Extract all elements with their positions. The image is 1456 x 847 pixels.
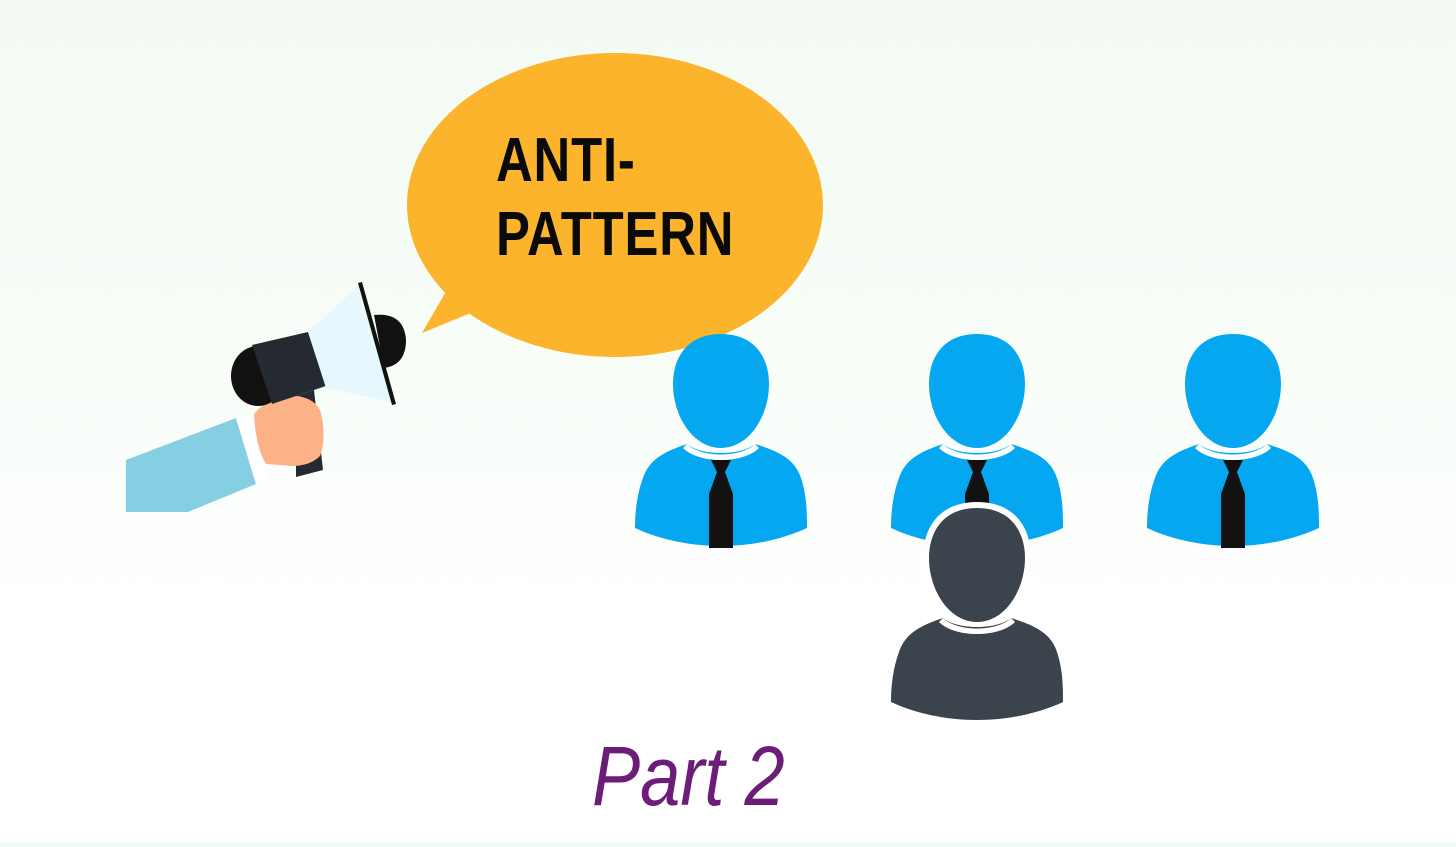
person-collar (939, 618, 1015, 634)
person-head (673, 334, 769, 448)
speech-bubble (407, 53, 823, 357)
tie (709, 460, 733, 548)
tie (1221, 460, 1245, 548)
person-with-tie-icon (1147, 334, 1319, 548)
person-body (891, 618, 1063, 720)
speech-bubble-tail (422, 288, 478, 333)
speech-bubble-body (407, 53, 823, 357)
hand-icon (254, 396, 324, 466)
person-icon (891, 502, 1063, 720)
megaphone-knob (374, 314, 406, 368)
person-with-tie-icon (635, 334, 807, 548)
sleeve-cuff (236, 414, 268, 484)
megaphone-icon (231, 282, 406, 477)
person-head (1185, 334, 1281, 448)
sleeve (126, 418, 256, 512)
megaphone-body (252, 332, 326, 404)
person-head (929, 334, 1025, 448)
person-head (929, 508, 1025, 622)
speech-bubble-text: ANTI- PATTERN (496, 124, 734, 272)
person-collar (939, 444, 1015, 460)
speech-bubble-line-1: ANTI- (496, 126, 636, 195)
megaphone-cone (308, 286, 392, 402)
megaphone-rim (358, 282, 396, 405)
person-collar (683, 444, 759, 460)
person-collar (1195, 444, 1271, 460)
caption: Part 2 (592, 729, 785, 823)
speech-bubble-line-2: PATTERN (496, 200, 735, 269)
